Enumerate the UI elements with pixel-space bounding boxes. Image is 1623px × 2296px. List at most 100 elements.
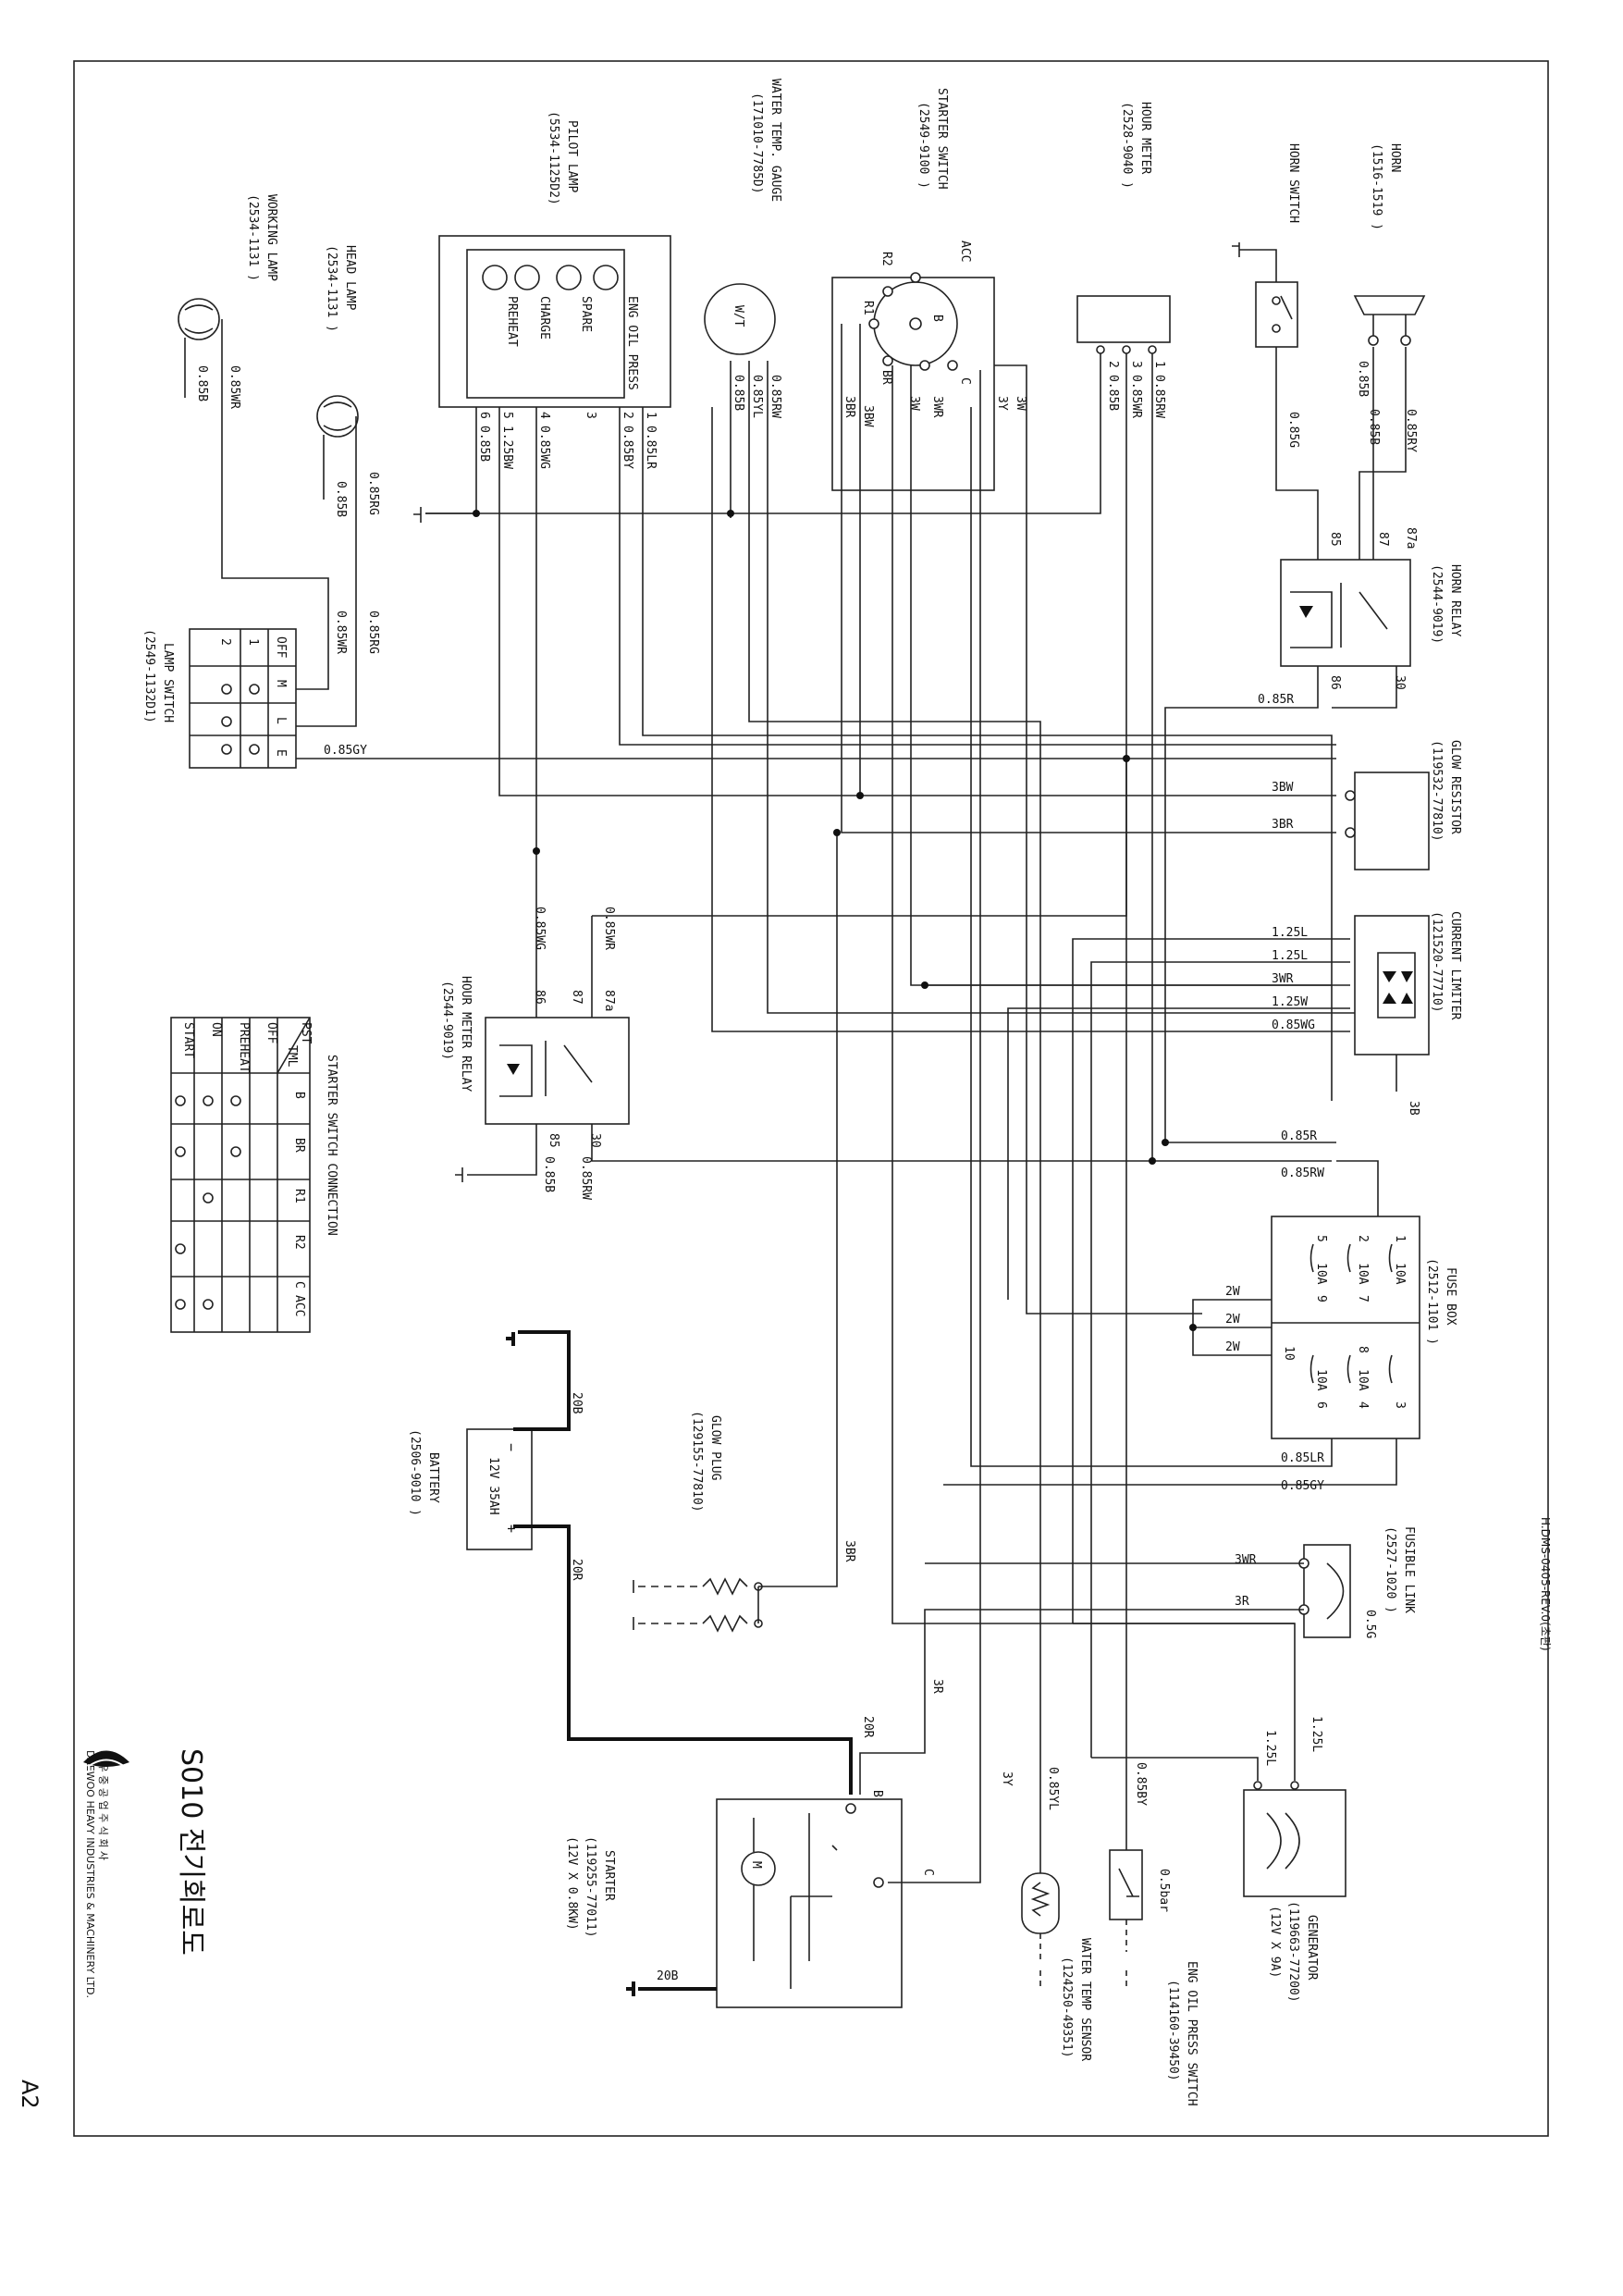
- fusible-link-rating: 0.5G: [1363, 1610, 1377, 1638]
- fusible-link: FUSIBLE LINK (2527-1020 ) 0.5G: [1298, 1526, 1416, 1638]
- pilot-lamp: PILOT LAMP (5534-1125D2) ENG OIL PRESS S…: [438, 111, 671, 469]
- wire-bat-pos: 20R: [570, 1559, 584, 1581]
- ssc-row-start: START: [181, 1022, 195, 1058]
- wire-cl-5: 1.25W: [1272, 995, 1308, 1009]
- fuse-pin-4: 4: [1356, 1401, 1370, 1409]
- hmr-pin-30: 30: [588, 1133, 602, 1148]
- starter-switch-name: STARTER SWITCH: [935, 88, 949, 190]
- fuse-5-amp: 10A: [1314, 1263, 1328, 1285]
- hmr-pin-86: 86: [533, 990, 547, 1005]
- ssc-col-r1: R1: [292, 1189, 306, 1204]
- wire-cl-6: 0.85WG: [1272, 1018, 1315, 1032]
- fuse-pin-9: 9: [1314, 1295, 1328, 1302]
- wire-horn-ry: 0.85RY: [1404, 409, 1418, 452]
- wire-cl-3: 1.25L: [1272, 949, 1308, 963]
- wire-ss-3br: 3BR: [842, 396, 856, 418]
- pilot-wire-6: 0.85B: [477, 426, 491, 462]
- battery-pos: +: [503, 1524, 520, 1533]
- wire-fb-2w-3: 2W: [1225, 1340, 1240, 1354]
- hour-meter: HOUR METER (2528-9040 ) 1 0.85RW 3 0.85W…: [1076, 102, 1171, 418]
- horn-relay-pin-86: 86: [1328, 675, 1342, 690]
- glow-resistor: GLOW RESISTOR (119532-77810): [1345, 740, 1462, 870]
- wire-fl-3wr: 3WR: [1235, 1553, 1257, 1567]
- horn-name: HORN: [1388, 143, 1402, 172]
- ops-rating: 0.5bar: [1157, 1869, 1171, 1912]
- battery-neg: −: [503, 1443, 520, 1451]
- horn-relay-pin-30: 30: [1393, 675, 1407, 690]
- oil-press-switch: 0.5bar ENG OIL PRESS SWITCH (114160-3945…: [1109, 1762, 1199, 2106]
- generator-name: GENERATOR: [1305, 1915, 1319, 1981]
- glow-plug: GLOW PLUG (129155-77810) 3BR: [638, 1411, 856, 1633]
- fuse-2-no: 2: [1356, 1235, 1370, 1242]
- ssc-col-r2: R2: [292, 1235, 306, 1250]
- starter-part: (119255-77011): [584, 1836, 597, 1938]
- glow-resistor-name: GLOW RESISTOR: [1448, 740, 1462, 834]
- wire-gp-3br: 3BR: [842, 1540, 856, 1562]
- pilot-pin-4: 4: [537, 412, 551, 419]
- lamp-switch-row-off: OFF: [274, 636, 288, 659]
- ssc-col-acc: ACC: [292, 1295, 306, 1316]
- horn: HORN (1516-1519 ) 0.85RY 0.85B 0.85B: [1353, 143, 1426, 452]
- pilot-lamp-part: (5534-1125D2): [547, 111, 560, 205]
- starter-name: STARTER: [602, 1850, 616, 1901]
- wire-cl-4: 3WR: [1272, 972, 1294, 986]
- lamp-switch-col-m: M: [274, 680, 288, 687]
- wire-r-3bw: 3BW: [1272, 781, 1294, 795]
- wire-085r-top: 0.85R: [1258, 693, 1294, 707]
- wire-bat-neg: 20B: [570, 1392, 584, 1414]
- horn-part: (1516-1519 ): [1370, 143, 1383, 230]
- fuse-box-part: (2512-1101 ): [1425, 1258, 1439, 1345]
- wire-ss-3y: 3Y: [995, 396, 1009, 411]
- wire-ss-3wr: 3WR: [930, 396, 944, 418]
- wire-fb-2w-1: 2W: [1225, 1285, 1240, 1299]
- current-limiter-name: CURRENT LIMITER: [1448, 911, 1462, 1020]
- ssc-row-off: OFF: [264, 1022, 278, 1044]
- starter-switch: STARTER SWITCH (2549-9100 ) ACC R2 R1 B …: [831, 88, 1027, 491]
- starter: M B C STARTER (119255-77011) (12V X 0.8K…: [565, 1679, 1014, 2008]
- generator-rating: (12V X 9A): [1268, 1906, 1282, 1978]
- wire-hmr-wg: 0.85WG: [533, 907, 547, 950]
- wire-fb-gy: 0.85GY: [1281, 1479, 1324, 1493]
- lamp-switch-name: LAMP SWITCH: [161, 643, 175, 722]
- hour-meter-pin-3: 3: [1129, 361, 1143, 368]
- gauge-name: WATER TEMP. GAUGE: [768, 79, 782, 202]
- wire-st-3y: 3Y: [1000, 1771, 1014, 1786]
- battery-name: BATTERY: [426, 1452, 440, 1503]
- horn-relay-part: (2544-9019): [1430, 564, 1444, 644]
- wire-fb-lr: 0.85LR: [1281, 1451, 1324, 1465]
- ssc-col-c: C: [292, 1281, 306, 1289]
- horn-relay-pin-87: 87: [1376, 532, 1390, 547]
- generator-part: (119663-77200): [1286, 1901, 1300, 2003]
- hour-meter-name: HOUR METER: [1138, 102, 1152, 174]
- fuse-box-name: FUSE BOX: [1444, 1267, 1457, 1326]
- starter-term-b: B: [870, 1790, 884, 1797]
- lamp-switch-col-e: E: [274, 749, 288, 757]
- fuse-10-no: 10: [1282, 1346, 1296, 1361]
- wire-cl-3b: 3B: [1407, 1101, 1420, 1116]
- fusible-link-part: (2527-1020 ): [1383, 1526, 1397, 1613]
- wire-ls-gy: 0.85GY: [324, 744, 367, 758]
- wire-wt-085yl: 0.85YL: [750, 375, 764, 418]
- water-temp-gauge: W/T WATER TEMP. GAUGE (171010-7785D) 0.8…: [704, 79, 782, 418]
- glow-plug-name: GLOW PLUG: [708, 1415, 722, 1481]
- ss-terminal-r1: R1: [861, 301, 875, 315]
- wire-ss-3bw: 3BW: [861, 405, 875, 427]
- wire-fb-2w-2: 2W: [1225, 1313, 1240, 1327]
- ss-terminal-b: B: [930, 315, 944, 322]
- horn-switch: HORN SWITCH 0.85G: [1255, 143, 1300, 448]
- working-lamp-part: (2534-1131 ): [246, 194, 260, 281]
- ss-terminal-c: C: [958, 377, 972, 385]
- wts-name: WATER TEMP SENSOR: [1078, 1938, 1092, 2061]
- wire-cl-1: 1.25L: [1272, 926, 1308, 940]
- pilot-lamp-preheat: PREHEAT: [505, 296, 519, 347]
- ssc-col-b: B: [292, 1092, 306, 1099]
- fuse-8-amp: 10A: [1356, 1369, 1370, 1391]
- hour-meter-pin-2: 2: [1106, 361, 1120, 368]
- hmr-pin-87: 87: [570, 990, 584, 1005]
- head-lamp-name: HEAD LAMP: [343, 245, 357, 311]
- wire-hm-085rw: 0.85RW: [1152, 375, 1166, 418]
- wire-hmr-wr: 0.85WR: [602, 907, 616, 950]
- pilot-pin-3: 3: [584, 412, 597, 419]
- pilot-wire-5: 1.25BW: [500, 426, 514, 469]
